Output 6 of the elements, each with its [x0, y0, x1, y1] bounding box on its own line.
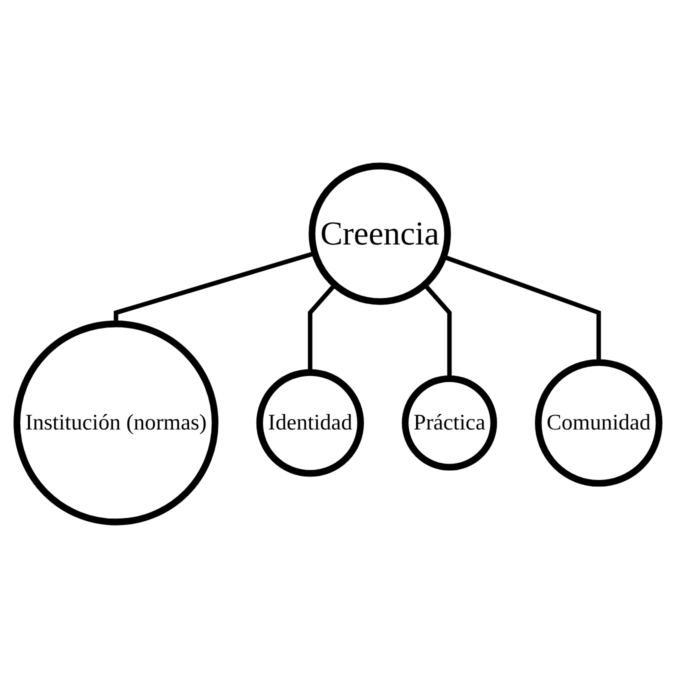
connector	[114, 250, 316, 324]
node-circle: Comunidad	[534, 358, 662, 486]
node-circle: Creencia	[308, 162, 451, 304]
node-circle: Institución (normas)	[14, 320, 218, 525]
node-circle: Identidad	[256, 368, 364, 476]
node-circle: Práctica	[402, 374, 498, 470]
